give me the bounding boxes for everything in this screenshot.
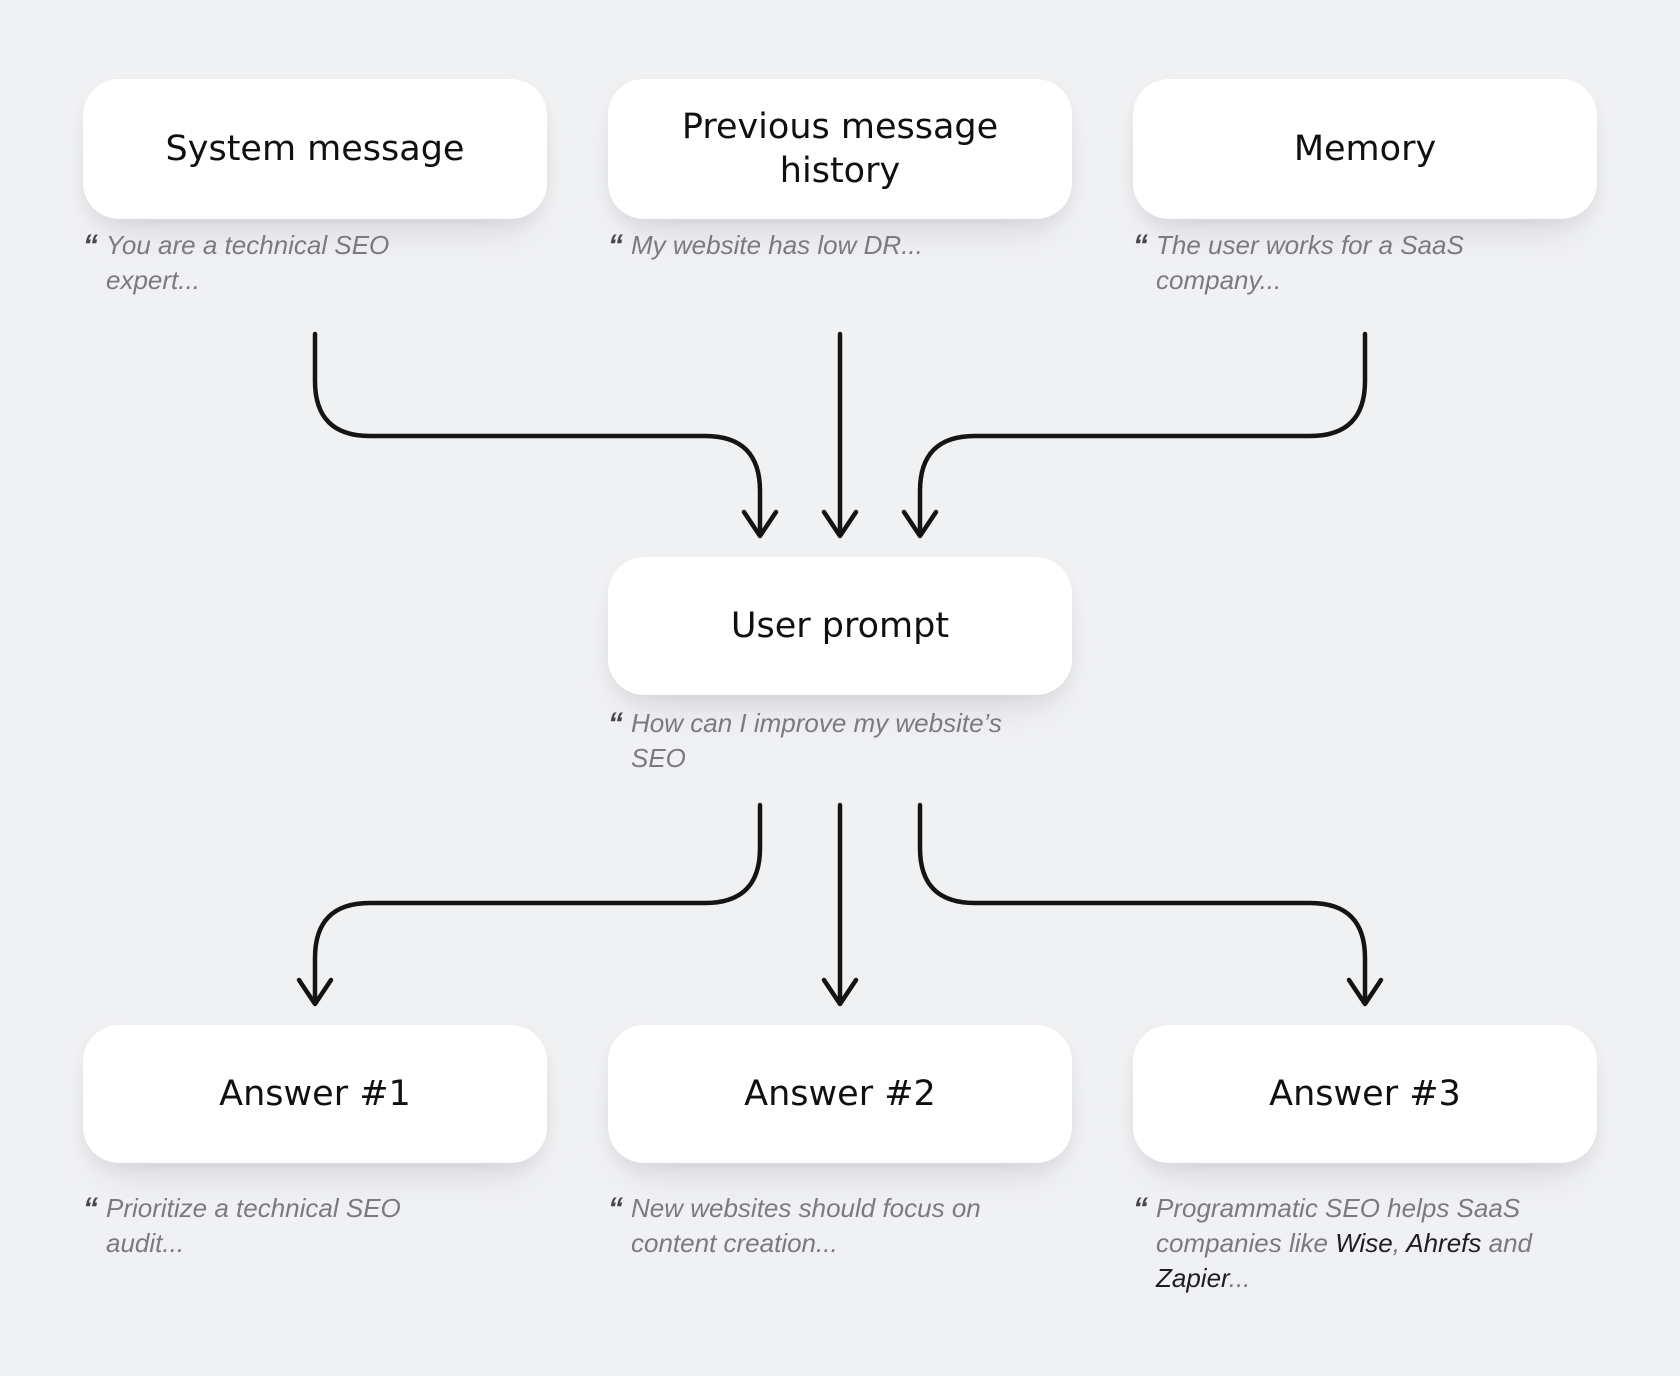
answer-2-quote: “ New websites should focus on content c… [608, 1191, 1068, 1261]
system-message-quote: “ You are a technical SEO expert... [83, 228, 503, 298]
node-user-prompt-label: User prompt [730, 606, 950, 646]
answer-2-quote-text: New websites should focus on content cre… [631, 1193, 981, 1258]
arrow-user-prompt-to-answer3 [917, 802, 1384, 1007]
arrow-user-prompt-to-answer1 [296, 802, 763, 1007]
answer-3-quote: “ Programmatic SEO helps SaaS companies … [1133, 1191, 1593, 1296]
node-memory-label: Memory [1293, 129, 1437, 169]
user-prompt-quote-text: How can I improve my website’s SEO [631, 708, 1002, 773]
node-user-prompt: User prompt [608, 557, 1072, 695]
quote-icon: “ [608, 1192, 623, 1225]
answer-3-quote-text: Programmatic SEO helps SaaS companies li… [1156, 1193, 1533, 1293]
node-answer-2: Answer #2 [608, 1025, 1072, 1163]
system-message-quote-text: You are a technical SEO expert... [106, 230, 390, 295]
node-previous-message-history: Previous message history [608, 79, 1072, 219]
node-system-message-label: System message [165, 129, 465, 169]
arrow-system-to-user-prompt [312, 331, 779, 539]
arrow-user-prompt-to-answer2 [821, 802, 859, 1007]
node-answer-3: Answer #3 [1133, 1025, 1597, 1163]
user-prompt-quote: “ How can I improve my website’s SEO [608, 706, 1068, 776]
arrow-history-to-user-prompt [821, 331, 859, 539]
quote-icon: “ [83, 1192, 98, 1225]
answer-1-quote: “ Prioritize a technical SEO audit... [83, 1191, 503, 1261]
node-previous-message-history-label: Previous message history [681, 107, 999, 191]
quote-icon: “ [1133, 1192, 1148, 1225]
quote-icon: “ [608, 707, 623, 740]
node-answer-2-label: Answer #2 [744, 1074, 936, 1114]
quote-icon: “ [608, 229, 623, 262]
history-quote-text: My website has low DR... [631, 230, 923, 260]
quote-icon: “ [1133, 229, 1148, 262]
history-quote: “ My website has low DR... [608, 228, 1068, 263]
quote-icon: “ [83, 229, 98, 262]
node-answer-1-label: Answer #1 [219, 1074, 411, 1114]
arrow-memory-to-user-prompt [901, 331, 1368, 539]
answer-1-quote-text: Prioritize a technical SEO audit... [106, 1193, 401, 1258]
node-memory: Memory [1133, 79, 1597, 219]
memory-quote-text: The user works for a SaaS company... [1156, 230, 1464, 295]
node-answer-3-label: Answer #3 [1269, 1074, 1461, 1114]
node-system-message: System message [83, 79, 547, 219]
memory-quote: “ The user works for a SaaS company... [1133, 228, 1553, 298]
node-answer-1: Answer #1 [83, 1025, 547, 1163]
